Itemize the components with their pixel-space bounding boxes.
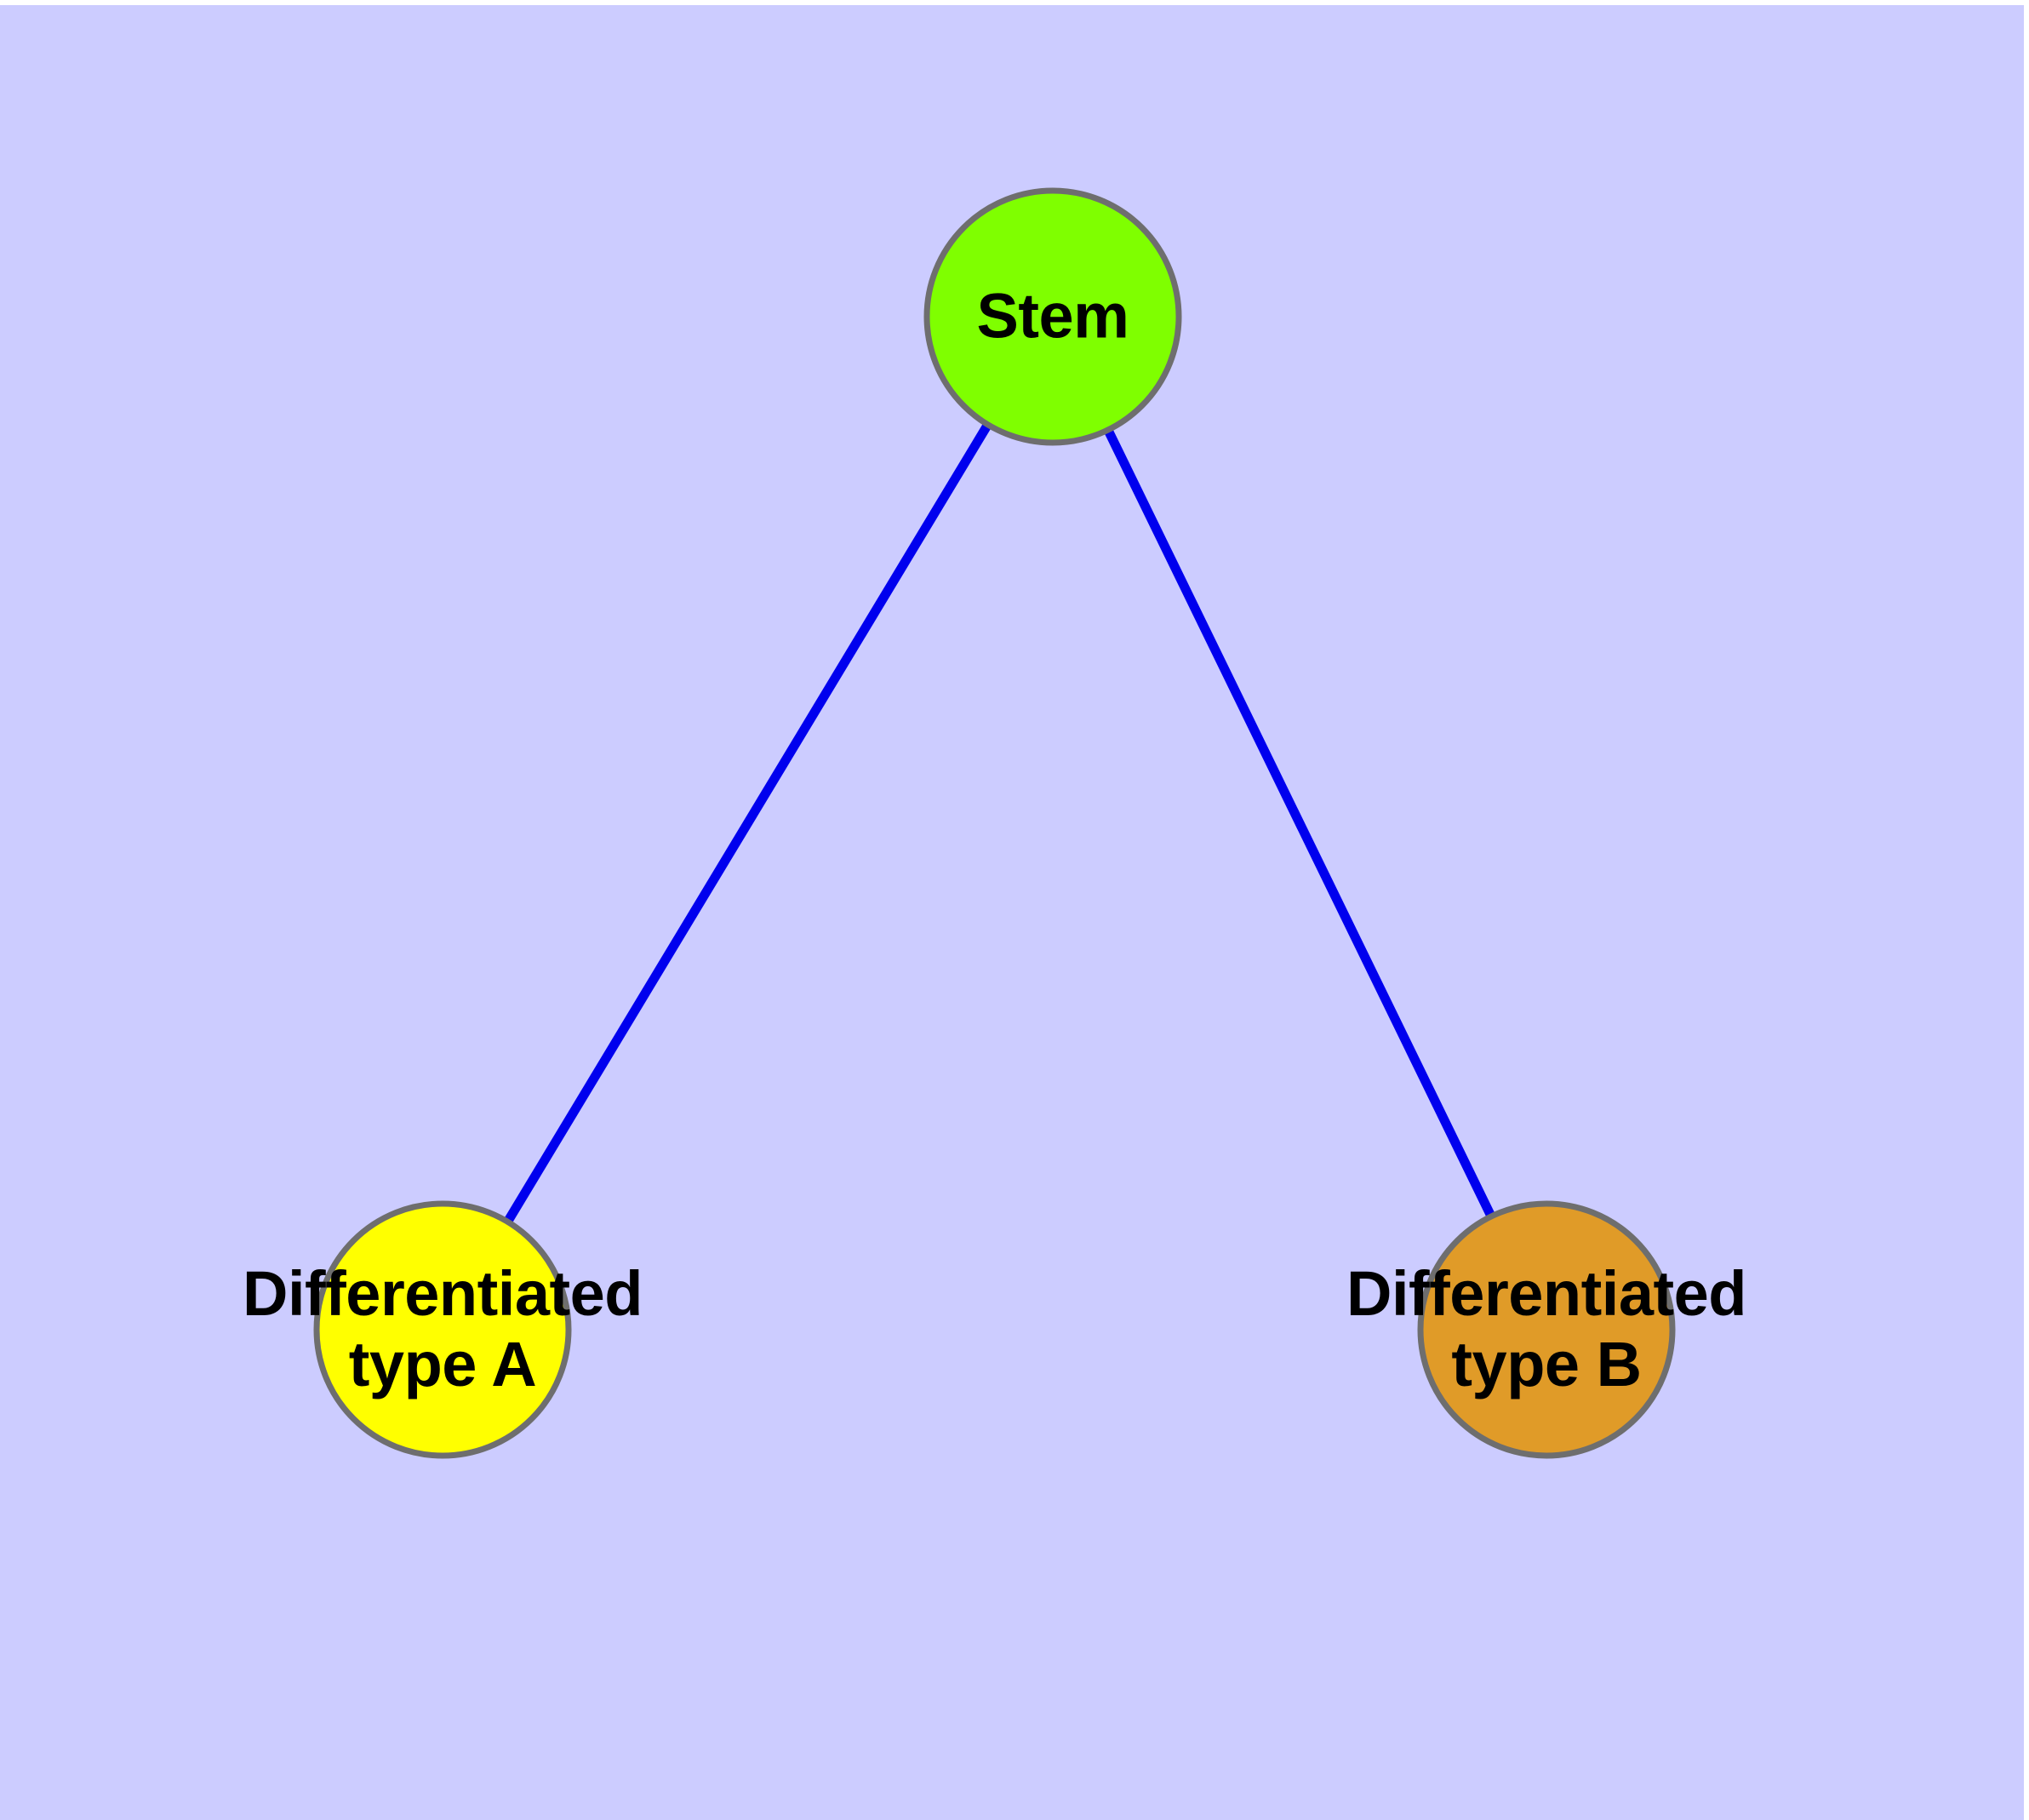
graph-node-diff_b[interactable] [1417,1200,1676,1459]
graph-svg [313,187,1676,1459]
nodes-layer [313,187,1676,1459]
graph-node-diff_a[interactable] [313,1200,572,1459]
graph-edge[interactable] [1049,314,1551,1332]
graph-edge[interactable] [438,314,1057,1332]
edges-layer [438,314,1551,1332]
graph-node-stem[interactable] [923,187,1182,446]
